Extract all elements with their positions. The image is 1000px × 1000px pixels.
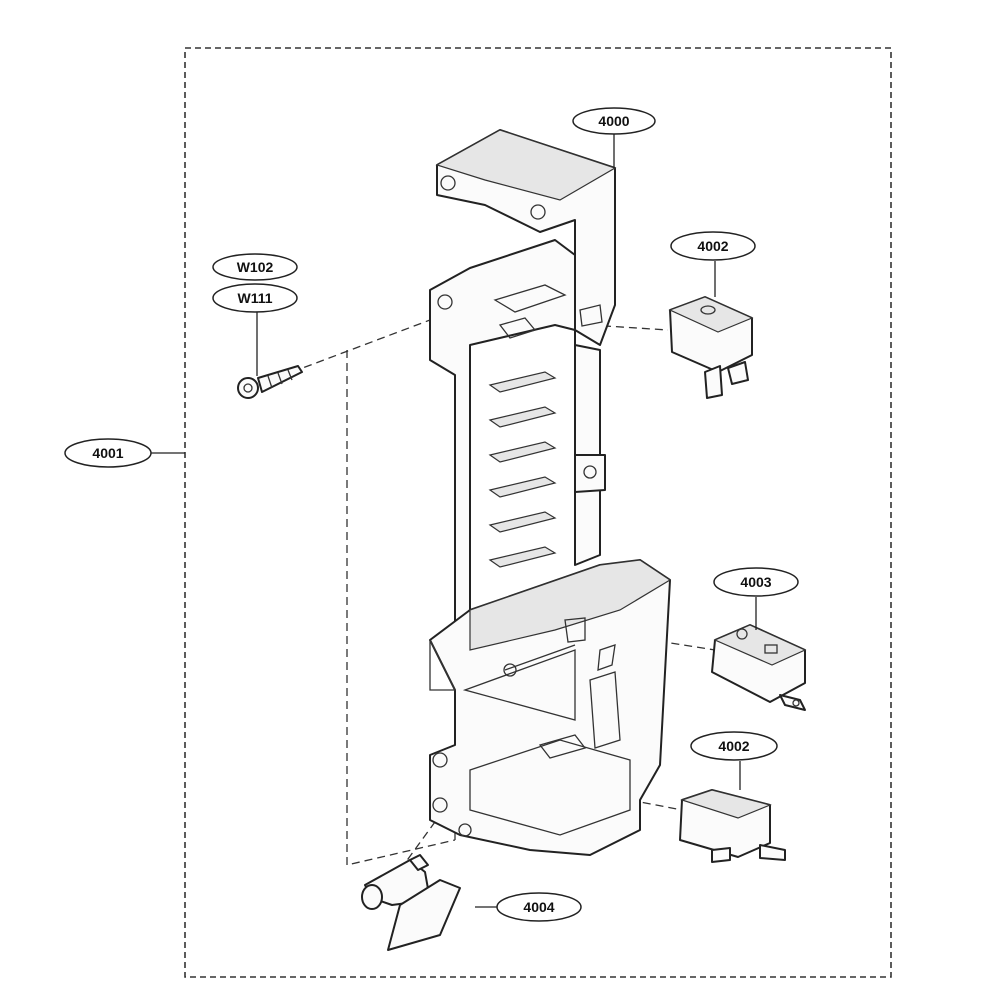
- callout-4002-top: 4002: [670, 231, 756, 261]
- callout-label-4002-bottom: 4002: [718, 738, 749, 754]
- callout-label-4002-top: 4002: [697, 238, 728, 254]
- callout-w111: W111: [212, 283, 298, 313]
- lever-4004: [361, 854, 461, 951]
- bracket-rungs: [488, 371, 557, 568]
- callout-oval: [572, 107, 656, 135]
- callout-w102: W102: [212, 253, 298, 281]
- callout-label-w111: W111: [237, 290, 272, 306]
- callout-label-4004: 4004: [523, 899, 554, 915]
- callout-label-4003: 4003: [740, 574, 771, 590]
- callout-oval: [670, 231, 756, 261]
- callout-4000: 4000: [572, 107, 656, 135]
- assembly-boundary-frame: [184, 47, 892, 978]
- callout-oval: [64, 438, 152, 468]
- callout-oval: [496, 892, 582, 922]
- switch-4002-bottom: [679, 789, 786, 863]
- callout-oval: [212, 253, 298, 281]
- bracket-body-4000: [429, 129, 672, 856]
- switch-4002-top: [668, 296, 754, 399]
- callout-label-w102: W102: [237, 259, 274, 275]
- callout-4004: 4004: [496, 892, 582, 922]
- callout-4002-bottom: 4002: [690, 731, 778, 761]
- callout-oval: [690, 731, 778, 761]
- screw-w102-w111: [237, 365, 303, 399]
- callout-4001: 4001: [64, 438, 152, 468]
- callout-oval: [713, 567, 799, 597]
- callout-label-4000: 4000: [598, 113, 629, 129]
- switch-4003: [711, 624, 807, 711]
- callout-4003: 4003: [713, 567, 799, 597]
- callout-label-4001: 4001: [92, 445, 123, 461]
- callout-oval: [212, 283, 298, 313]
